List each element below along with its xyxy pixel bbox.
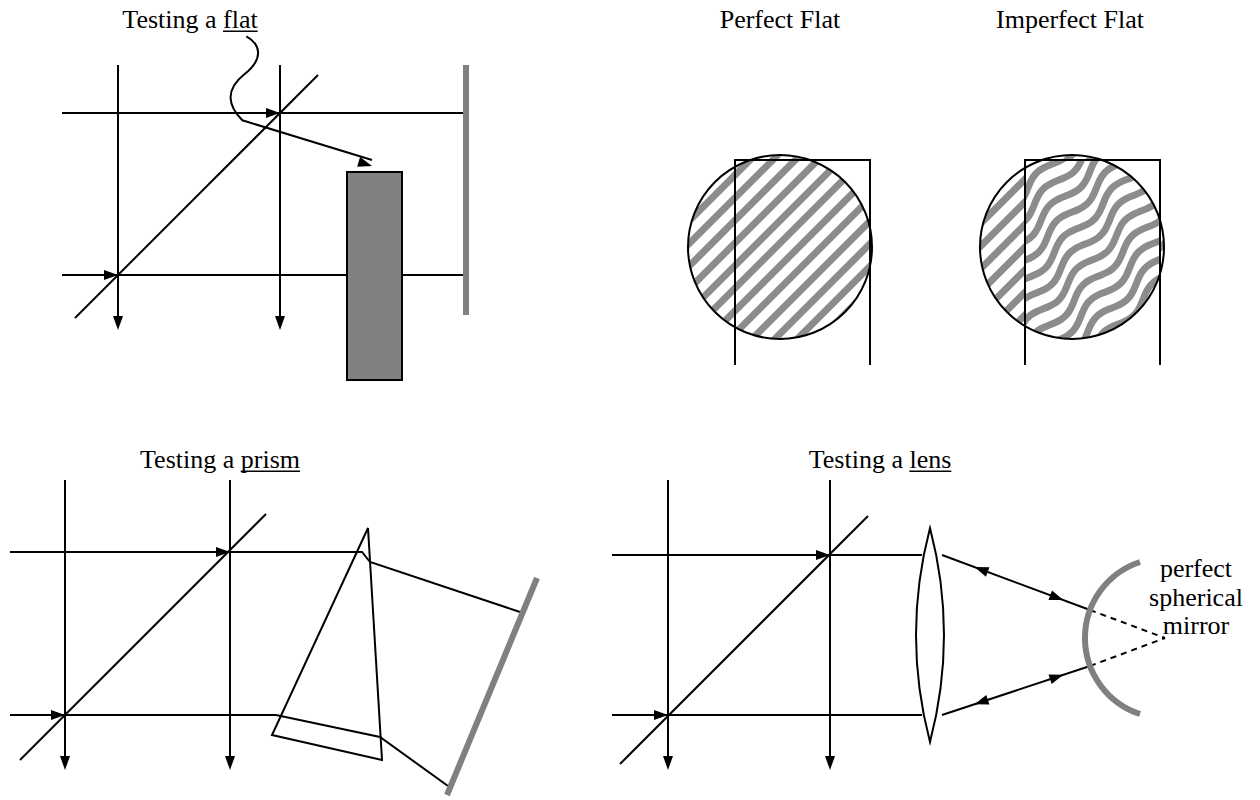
wavy-fringe: [1025, 162, 1160, 360]
arrowhead: [51, 710, 65, 720]
arrowheads: [51, 108, 1065, 770]
arrowhead: [216, 547, 230, 557]
spherical-mirror: [1085, 562, 1140, 714]
arrowhead: [816, 550, 830, 560]
beam: [229, 480, 231, 762]
focus-line: [1090, 638, 1165, 666]
arrowhead: [225, 756, 235, 770]
prism-test-setup: [10, 480, 520, 786]
perfect-fringes: [688, 155, 872, 365]
underlines: [223, 31, 951, 471]
panel-title: Testing a prism: [140, 446, 300, 475]
beam: [942, 555, 1090, 610]
wavy-fringe: [1025, 171, 1160, 360]
arrowhead: [1048, 670, 1064, 684]
arrowhead: [104, 270, 118, 280]
wavy-fringe: [1061, 226, 1160, 360]
wavy-fringe: [1038, 201, 1160, 360]
beam: [64, 480, 66, 762]
beam: [942, 666, 1090, 715]
reference-mirror: [447, 578, 537, 795]
beam: [279, 65, 281, 322]
arrowhead: [663, 756, 673, 770]
arrowhead: [1048, 591, 1065, 605]
part-label: perfect spherical mirror: [1136, 555, 1256, 641]
panel-title: Imperfect Flat: [996, 6, 1144, 35]
wavy-fringe: [1025, 181, 1160, 360]
beam-splitter: [620, 516, 868, 764]
beam: [612, 554, 922, 556]
focus-line: [1090, 610, 1165, 638]
optical-flat: [347, 172, 402, 380]
wavy-fringe: [1089, 265, 1160, 360]
prism: [272, 528, 382, 760]
wavy-fringe: [1112, 286, 1160, 360]
beam: [62, 112, 463, 114]
beam-splitter: [75, 75, 318, 318]
arrowhead: [654, 710, 668, 720]
beam: [667, 480, 669, 762]
arrowhead: [973, 695, 989, 709]
reference-mirror: [463, 65, 469, 315]
wavy-fringe: [1080, 253, 1160, 360]
panel-title: Testing a lens: [809, 446, 952, 475]
arrowhead: [973, 562, 990, 576]
lens: [916, 528, 944, 742]
beam: [117, 65, 119, 322]
beam: [10, 552, 520, 612]
wavy-fringe: [1124, 295, 1160, 360]
leader-squiggle: [231, 36, 372, 160]
arrowhead: [60, 756, 70, 770]
arrowhead: [113, 316, 123, 330]
panel-title: Perfect Flat: [720, 6, 841, 35]
beam: [829, 480, 831, 762]
arrowhead: [275, 316, 285, 330]
wavy-fringe: [1138, 304, 1160, 360]
lens-test-setup: [612, 480, 1165, 764]
beam-splitter: [20, 514, 266, 760]
panel-title: Testing a flat: [122, 6, 257, 35]
arrowhead: [825, 756, 835, 770]
arrowhead: [266, 108, 280, 118]
